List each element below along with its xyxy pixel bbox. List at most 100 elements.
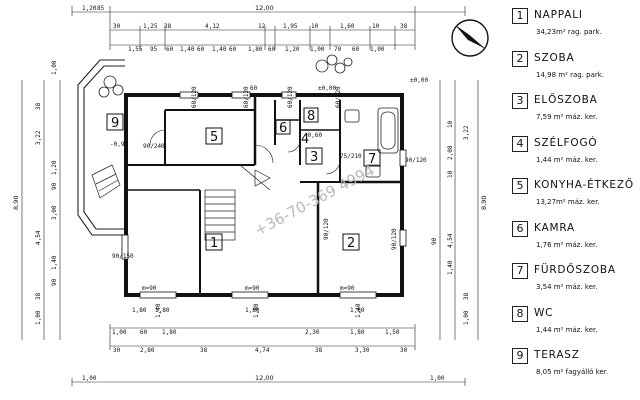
dim-bottom-2e: 1,80 [350,329,365,336]
plant-icon-left [98,75,124,98]
dim-top-1c: 12,00 [255,4,274,12]
legend-room-name: ELŐSZOBA [534,94,598,106]
top-dimension-row-1: 1,20 85 12,00 [82,4,274,12]
legend-number: 1 [512,8,528,24]
dim-top-3a: 1,55 [128,46,143,53]
dim-right-g: 4,54 [447,233,454,248]
sill-living-2: m=90 [245,285,260,292]
dim-bottom-2c: 1,80 [162,329,177,336]
phone-watermark: +36-70-369 4994 [251,161,377,239]
legend-number: 9 [512,348,528,364]
dim-left-k: 1,00 [35,310,42,325]
opening-annotations: 90/240 60/120 60/120 60/120 60/120 ±0,00… [110,85,427,318]
dim-right-j: 1,00 [463,310,470,325]
dim-right-i: 38 [463,292,470,300]
dim-top-3d: 1,40 [180,46,195,53]
top-dimension-row-2: 30 1,25 38 4,12 12 1,95 10 1,60 10 38 [113,23,408,30]
dim-top-2a: 30 [113,23,121,30]
level-entry: ±0,00 [318,85,336,92]
dim-bottom-2a: 1,00 [112,329,127,336]
legend-room-name: FÜRDŐSZOBA [534,264,616,276]
windows [121,91,407,299]
dim-bottom-3d: 4,74 [255,347,270,354]
dim-top-2f: 1,95 [283,23,298,30]
dim-left-h: 1,40 [51,255,58,270]
dim-right-outer: 8,90 [480,196,488,210]
top-dimension-lines [71,6,466,50]
dim-bottom-1c: 1,80 [350,307,365,314]
dim-left-g: 4,54 [35,230,42,245]
dim-bottom-2b: 60 [140,329,148,336]
legend-room-name: TERASZ [534,349,580,361]
dim-top-3c: 60 [166,46,174,53]
bottom-dimension-row-4: 1,00 12,00 1,00 [82,374,445,382]
dim-top-3l: 70 [334,46,342,53]
legend-item: 8 WC 1,44 m² máz. ker. [508,305,638,346]
dim-top-3n: 1,00 [370,46,385,53]
sill-height-1: 1,40 [155,303,162,318]
bathtub [377,107,399,154]
dim-left-e: 90 [51,182,58,190]
dim-right-c: 3,22 [463,125,470,140]
north-arrow-icon [451,19,489,57]
dim-top-2j: 38 [400,23,408,30]
dim-top-2d: 4,12 [205,23,220,30]
sill-height-3: 1,40 [355,303,362,318]
dim-bottom-1b: 1,80 [245,307,260,314]
dim-top-2g: 10 [311,23,319,30]
room-label-3: 3 [310,150,318,165]
sill-height-2: 1,80 [253,303,260,318]
legend-room-area: 8,05 m² fagyálló ker. [536,368,609,376]
legend-room-area: 1,76 m² máz. ker. [536,240,598,249]
opening-kitchen-door: 90/240 [143,143,165,150]
dim-right-e: 10 [447,170,454,178]
dim-top-2h: 1,60 [340,23,355,30]
bottom-dimension-row-3: 30 2,80 38 4,74 38 3,30 30 [113,347,408,354]
terrace-steps [91,164,121,199]
legend-room-name: WC [534,306,554,319]
legend-room-name: SZÉLFOGÓ [534,136,598,149]
door-swings [149,129,341,175]
room-label-5: 5 [210,130,218,145]
opening-bath-window: 90/120 [405,157,427,164]
dim-left-f: 3,00 [51,205,58,220]
opening-bedroom-window: 90/120 [391,228,398,250]
bottom-dimension-row-1: 1,80 1,80 1,80 1,80 [132,307,365,314]
legend-number: 5 [512,178,528,194]
dim-right-d: 2,08 [447,145,454,160]
left-dimension-lines [21,80,61,340]
right-dimension-lines [439,80,479,340]
dim-left-outer: 8,90 [12,196,20,210]
legend-room-area: 3,54 m² máz. ker. [536,283,598,291]
dim-right-f: 90 [431,237,438,245]
dim-left-c: 3,22 [35,130,42,145]
room-label-7: 7 [368,152,376,167]
dim-top-3i: 60 [268,46,276,53]
opening-hall-door: 75/210 [340,153,362,160]
legend-number: 2 [512,50,528,67]
legend-number: 3 [512,93,528,109]
left-dimension-inner: 1,00 38 3,22 1,20 90 3,00 4,54 1,40 90 3… [35,60,58,325]
dim-bottom-3g: 30 [400,347,408,354]
dim-top-3j: 1,20 [285,46,300,53]
dim-bottom-4c: 1,00 [430,375,445,382]
dim-left-b: 38 [35,102,42,110]
legend-number: 8 [512,305,528,322]
dim-bottom-2f: 1,50 [385,329,400,336]
dim-left-a: 1,00 [51,60,58,75]
dim-right-a: ±0,00 [410,77,428,84]
right-dimension-inner: ±0,00 10 3,22 2,08 10 90 4,54 1,40 38 1,… [410,77,470,325]
level-terrace: -0,97 [110,141,128,148]
dim-left-d: 1,20 [51,160,58,175]
legend-room-area: 1,44 m² máz. ker. [536,325,598,334]
legend-room-area: 14,98 m² rag. park. [536,70,605,79]
opening-kitchen-window-2: 60/120 [243,86,250,108]
dim-right-b: 10 [447,120,454,128]
opening-kitchen-window-1: 60/120 [191,86,198,108]
dim-bottom-4b: 12,00 [255,374,274,382]
